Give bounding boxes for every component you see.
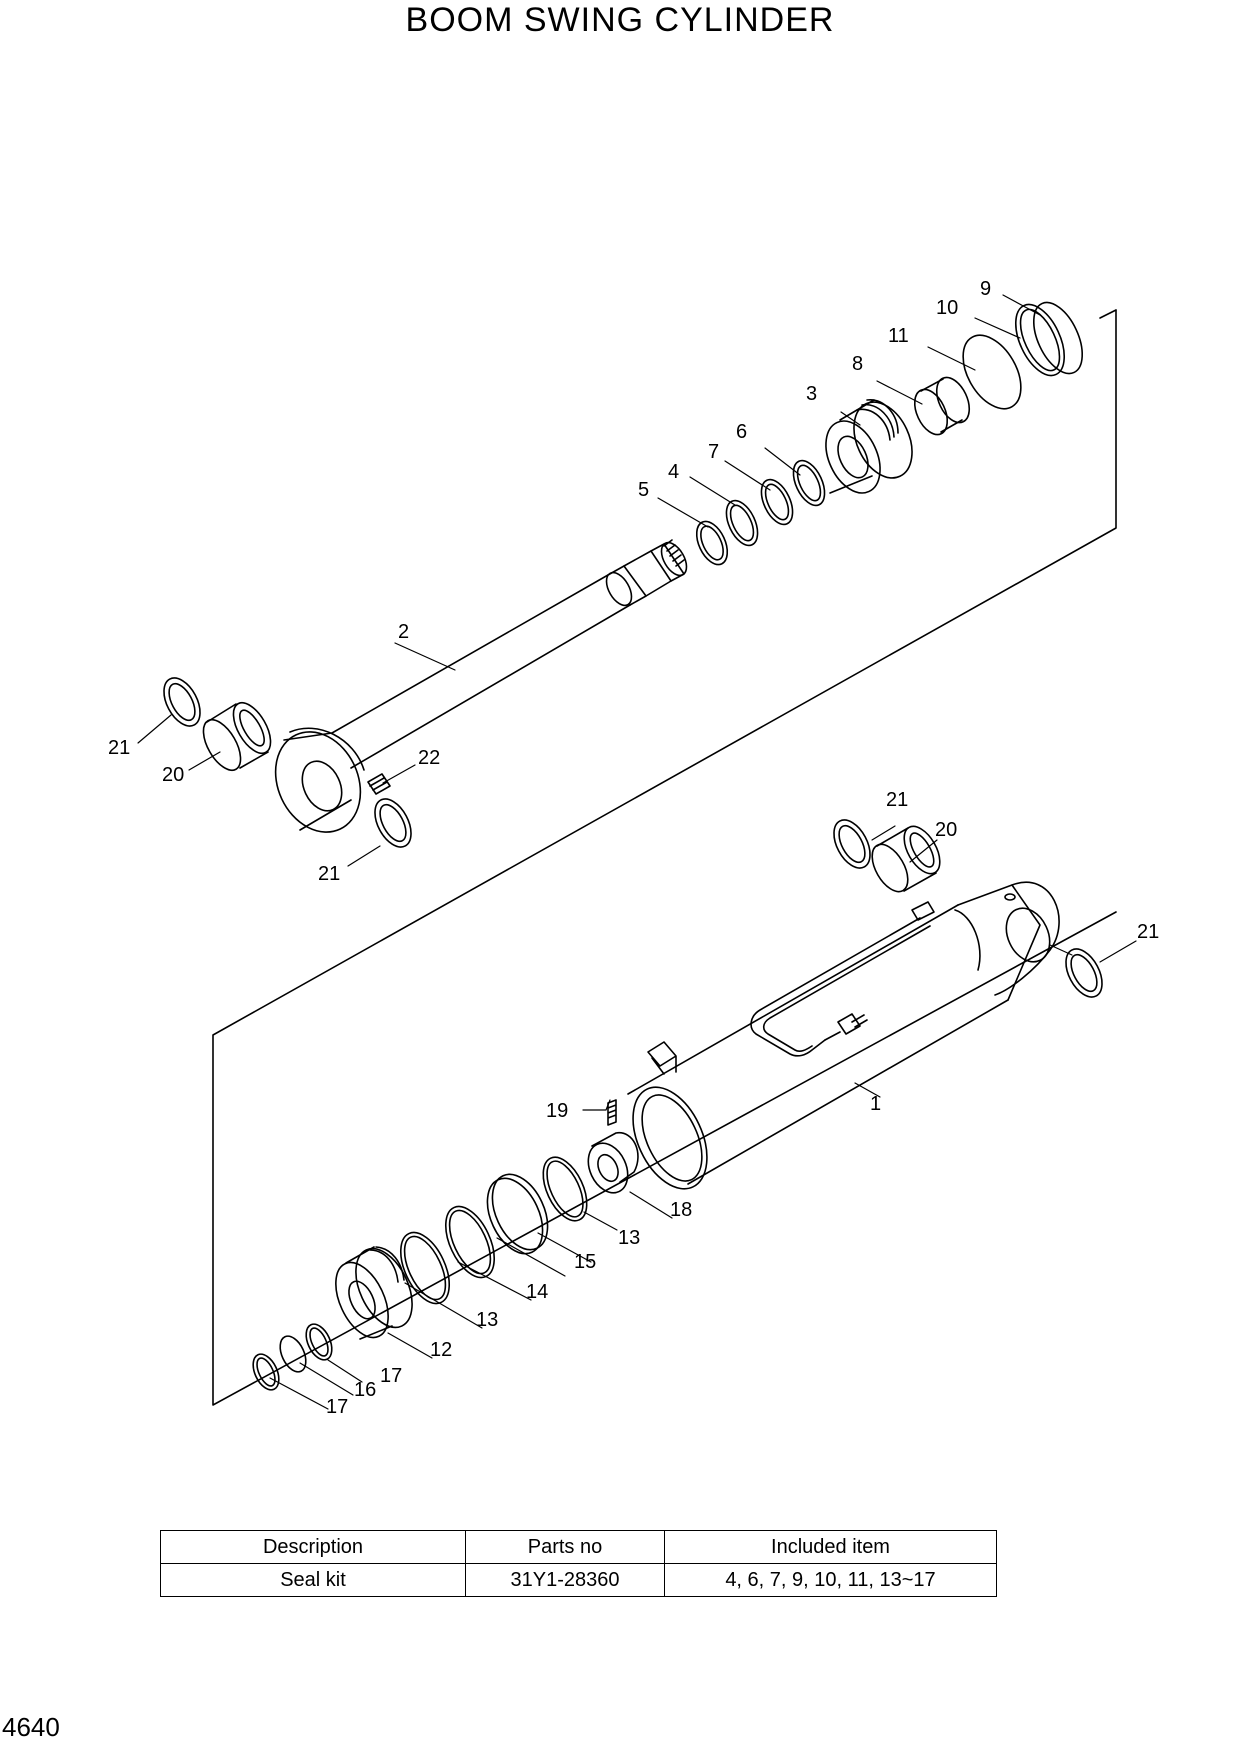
callout-19: 19 <box>546 1100 568 1122</box>
callout-21d: 21 <box>1137 921 1159 943</box>
dust-seal-rod-1 <box>163 677 201 727</box>
header-description: Description <box>160 1530 466 1564</box>
callout-18: 18 <box>670 1199 692 1221</box>
header-included-item: Included item <box>664 1530 997 1564</box>
cell-parts-no: 31Y1-28360 <box>465 1563 665 1597</box>
cell-included-item: 4, 6, 7, 9, 10, 11, 13~17 <box>664 1563 997 1597</box>
piston <box>335 1246 413 1340</box>
seal-kit-table: Description Parts no Included item Seal … <box>160 1530 997 1597</box>
cylinder-tube <box>627 881 1060 1190</box>
leader-lines <box>137 294 1137 1410</box>
hydraulic-pipe <box>750 901 935 1057</box>
rod-eye <box>274 727 365 833</box>
o-ring-piston <box>542 1156 588 1222</box>
o-ring-gland <box>962 334 1022 410</box>
lock-nut <box>587 1132 639 1194</box>
callout-20a: 20 <box>162 764 184 786</box>
callout-10: 10 <box>936 297 958 319</box>
callout-16: 16 <box>354 1379 376 1401</box>
port-fitting <box>647 1041 677 1075</box>
backup-ring-piston <box>305 1323 333 1361</box>
rod-seal <box>792 459 826 507</box>
piston-rod <box>331 539 688 769</box>
dust-seal-tube-2 <box>1065 948 1103 998</box>
backup-ring-gland <box>1014 303 1066 377</box>
o-ring-gland-outer <box>1032 301 1084 375</box>
callout-6: 6 <box>736 421 747 443</box>
table-header-row: Description Parts no Included item <box>160 1530 997 1564</box>
bushing-rod <box>202 701 272 772</box>
snap-ring <box>695 520 729 566</box>
callout-2: 2 <box>398 621 409 643</box>
callout-5: 5 <box>638 479 649 501</box>
o-ring-piston-2 <box>399 1231 451 1305</box>
callout-21b: 21 <box>318 863 340 885</box>
wear-ring <box>486 1173 549 1255</box>
dust-wiper <box>725 499 759 547</box>
callout-9: 9 <box>980 278 991 300</box>
callout-1: 1 <box>870 1093 881 1115</box>
callout-12: 12 <box>430 1339 452 1361</box>
grease-nipple <box>367 773 391 795</box>
callout-22: 22 <box>418 747 440 769</box>
assembly-boundary <box>212 309 1117 1406</box>
callout-13b: 13 <box>476 1309 498 1331</box>
set-screw <box>607 1099 617 1126</box>
callout-21c: 21 <box>886 789 908 811</box>
callout-20b: 20 <box>935 819 957 841</box>
callout-17b: 17 <box>326 1396 348 1418</box>
backup-ring <box>760 478 794 526</box>
page-number: 4640 <box>2 1712 60 1742</box>
callout-4: 4 <box>668 461 679 483</box>
callout-14: 14 <box>526 1281 548 1303</box>
callout-numbers: 1 2 3 4 5 6 7 8 9 10 11 12 13 13 14 15 1… <box>108 278 1159 1418</box>
dust-seal-tube-1 <box>833 819 871 869</box>
callout-11: 11 <box>888 325 909 347</box>
callout-3: 3 <box>806 383 817 405</box>
table-row: Seal kit 31Y1-28360 4, 6, 7, 9, 10, 11, … <box>160 1563 997 1597</box>
callout-21a: 21 <box>108 737 130 759</box>
dust-seal-rod-2 <box>374 798 412 848</box>
assembly-boundary-tick <box>1099 309 1117 319</box>
o-ring-small <box>279 1335 307 1373</box>
callout-15: 15 <box>574 1251 596 1273</box>
cell-description: Seal kit <box>160 1563 466 1597</box>
bushing-tube <box>871 825 941 893</box>
gland <box>825 399 913 494</box>
page-title: BOOM SWING CYLINDER <box>405 1 835 39</box>
callout-17a: 17 <box>380 1365 402 1387</box>
du-bushing <box>913 376 971 436</box>
header-parts-no: Parts no <box>465 1530 665 1564</box>
callout-8: 8 <box>852 353 863 375</box>
callout-13a: 13 <box>618 1227 640 1249</box>
backup-ring-small <box>252 1353 280 1391</box>
callout-7: 7 <box>708 441 719 463</box>
